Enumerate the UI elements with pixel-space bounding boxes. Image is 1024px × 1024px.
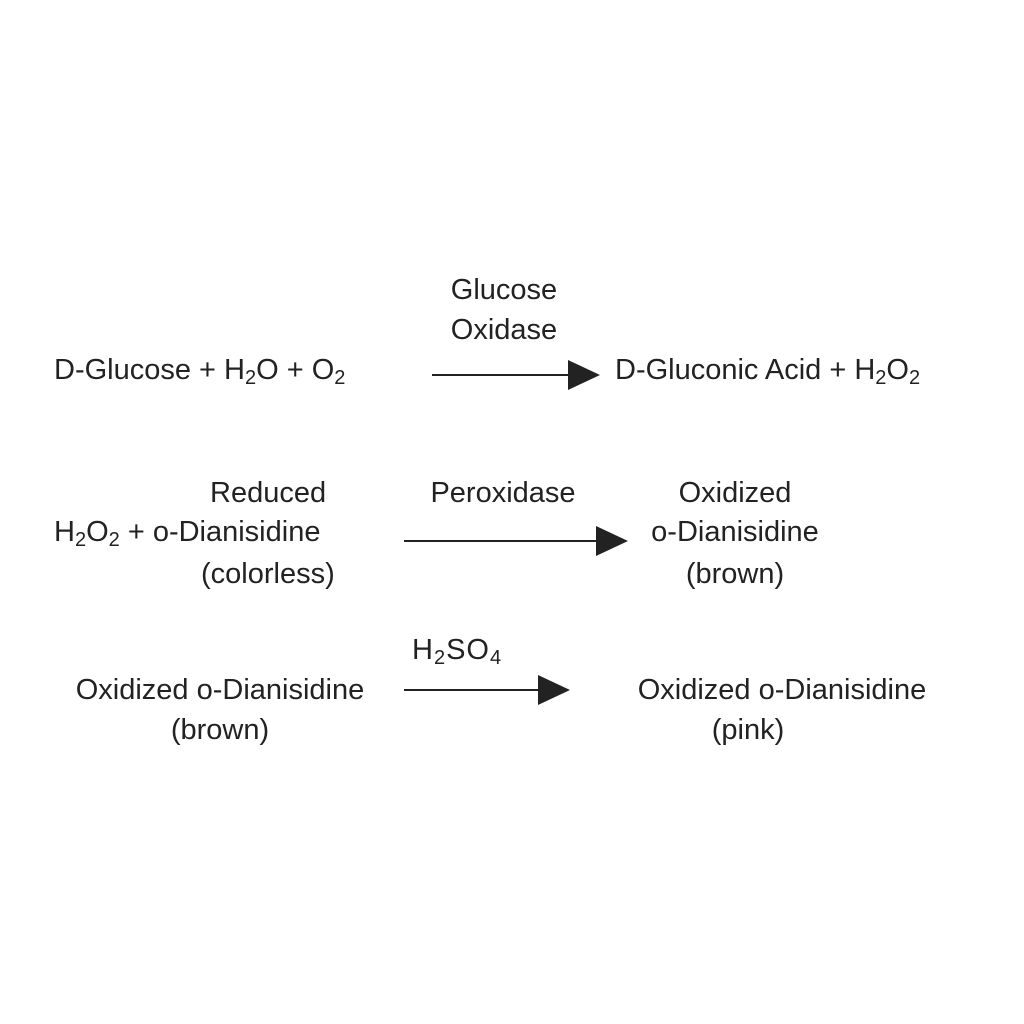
r2-reactant-bottom-label: (colorless)	[201, 558, 335, 590]
r3-product-line1: Oxidized o-Dianisidine	[637, 674, 927, 706]
r2-reactants: H2O2 + o-Dianisidine	[54, 516, 321, 551]
r1-enzyme-line2: Oxidase	[450, 314, 558, 346]
r3-reactant-line2: (brown)	[170, 714, 270, 746]
r3-product-line2: (pink)	[711, 714, 785, 746]
r2-arrow	[404, 526, 628, 556]
r1-enzyme-line1: Glucose	[450, 274, 558, 306]
r1-arrow	[432, 360, 600, 390]
r3-reactant-line1: Oxidized o-Dianisidine	[75, 674, 365, 706]
r1-reactants: D-Glucose + H2O + O2	[54, 354, 346, 389]
r2-enzyme: Peroxidase	[430, 477, 576, 509]
r3-reagent: H2SO4	[412, 634, 503, 669]
r2-product-line3: (brown)	[685, 558, 785, 590]
r3-arrow	[404, 675, 570, 705]
r2-product-line1: Oxidized	[678, 477, 792, 509]
r1-products: D-Gluconic Acid + H2O2	[615, 354, 921, 389]
r2-product-line2: o-Dianisidine	[651, 516, 819, 548]
r2-reactant-top-label: Reduced	[210, 477, 327, 509]
